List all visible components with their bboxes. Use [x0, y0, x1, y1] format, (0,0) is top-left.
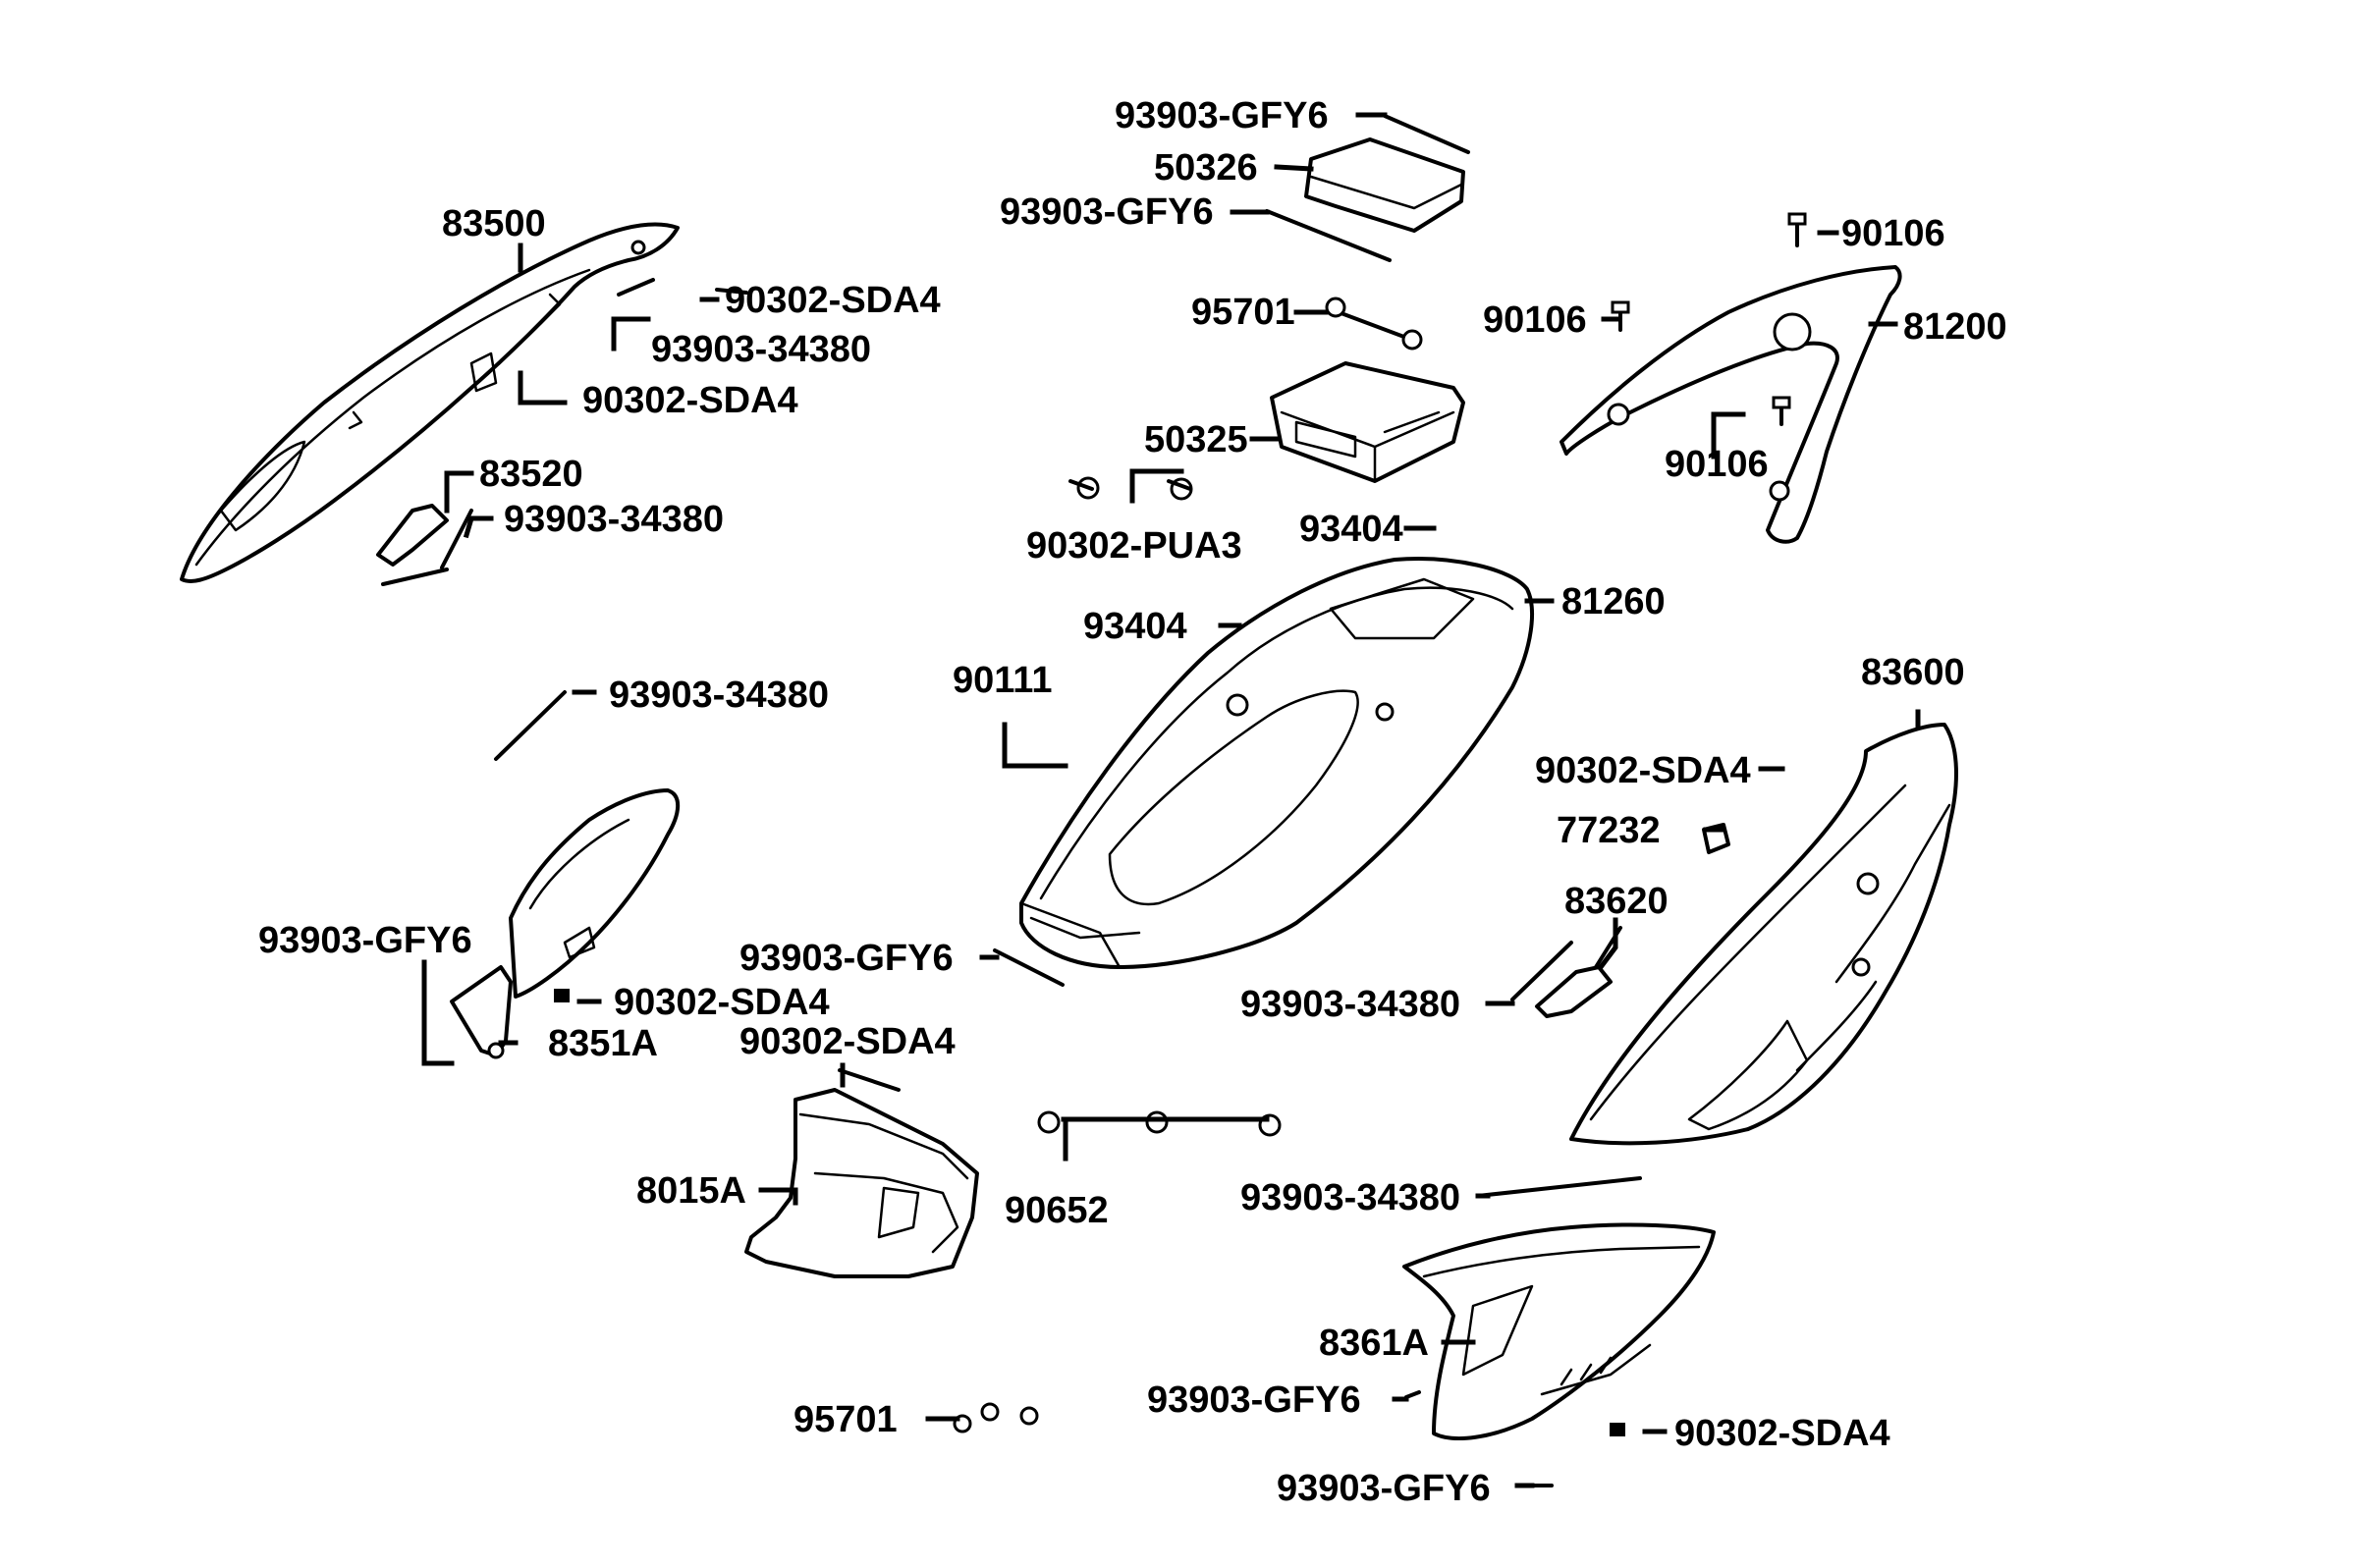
leader-lines — [421, 112, 1921, 1488]
label-90302-pua3: 90302-PUA3 — [1026, 525, 1242, 567]
label-8015a: 8015A — [636, 1170, 746, 1212]
label-90302-sda4-d: 90302-SDA4 — [614, 982, 830, 1023]
part-8361a-right-lower-cover — [1402, 1222, 1716, 1440]
label-83500: 83500 — [442, 203, 546, 244]
label-93404-b: 93404 — [1083, 606, 1187, 647]
label-93903-gfy6-b2: 93903-GFY6 — [1277, 1468, 1491, 1509]
label-95701-top: 95701 — [1191, 292, 1295, 333]
label-93903-gfy6-top: 93903-GFY6 — [1115, 95, 1329, 136]
label-90652: 90652 — [1005, 1190, 1109, 1231]
part-labels: 93903-GFY6 50326 93903-GFY6 90106 81200 … — [258, 95, 2007, 1509]
label-90106-c: 90106 — [1665, 444, 1769, 485]
part-50325-battery-box — [1270, 297, 1465, 483]
label-90106-b: 90106 — [1483, 299, 1587, 341]
label-93903-34380-e: 93903-34380 — [1240, 1177, 1460, 1218]
label-90302-sda4-c: 90302-SDA4 — [1535, 750, 1751, 791]
label-83600: 83600 — [1861, 652, 1965, 693]
part-95701-screws — [953, 1402, 1039, 1433]
label-50326: 50326 — [1154, 147, 1258, 189]
label-95701-bottom: 95701 — [793, 1399, 898, 1440]
label-93903-34380-b: 93903-34380 — [504, 499, 724, 540]
part-8015a-front-panel — [744, 1068, 979, 1278]
label-93903-34380-a: 93903-34380 — [651, 329, 871, 370]
part-90302-pua3-clips — [1068, 476, 1193, 501]
part-83500-left-side-cover — [180, 222, 680, 583]
label-90106-a: 90106 — [1841, 213, 1945, 254]
label-93903-gfy6-top2: 93903-GFY6 — [1000, 191, 1214, 233]
label-8361a: 8361A — [1319, 1323, 1429, 1364]
label-90302-sda4-a: 90302-SDA4 — [725, 280, 941, 321]
label-90111: 90111 — [953, 660, 1052, 701]
label-93903-34380-d: 93903-34380 — [1240, 984, 1460, 1025]
label-90302-sda4-f: 90302-SDA4 — [1674, 1413, 1890, 1454]
part-90652-clips — [1037, 1110, 1282, 1137]
part-bolt-rods — [494, 278, 1642, 1487]
part-83520-bracket — [376, 504, 473, 586]
label-83620: 83620 — [1564, 881, 1669, 922]
label-81200: 81200 — [1903, 306, 2007, 348]
label-81260: 81260 — [1561, 581, 1666, 622]
label-93404-a: 93404 — [1299, 509, 1403, 550]
label-90302-sda4-e: 90302-SDA4 — [739, 1021, 956, 1062]
label-83520: 83520 — [479, 454, 583, 495]
part-83600-right-side-cover — [1569, 723, 1958, 1146]
label-93903-gfy6-mid: 93903-GFY6 — [739, 938, 954, 979]
label-93903-34380-c: 93903-34380 — [609, 675, 829, 716]
label-90302-sda4-b: 90302-SDA4 — [582, 380, 798, 421]
part-81200-rear-grip — [1560, 212, 1902, 544]
label-8351a: 8351A — [548, 1023, 658, 1064]
part-8351a-left-piece — [450, 788, 681, 1059]
label-93903-gfy6-left: 93903-GFY6 — [258, 920, 472, 961]
part-83620-bracket — [1510, 926, 1622, 1018]
label-77232: 77232 — [1557, 810, 1661, 851]
label-50325: 50325 — [1144, 419, 1248, 460]
label-93903-gfy6-b1: 93903-GFY6 — [1147, 1379, 1361, 1421]
part-50326-cover — [1265, 114, 1470, 262]
part-81260-luggage-box — [1019, 557, 1534, 969]
